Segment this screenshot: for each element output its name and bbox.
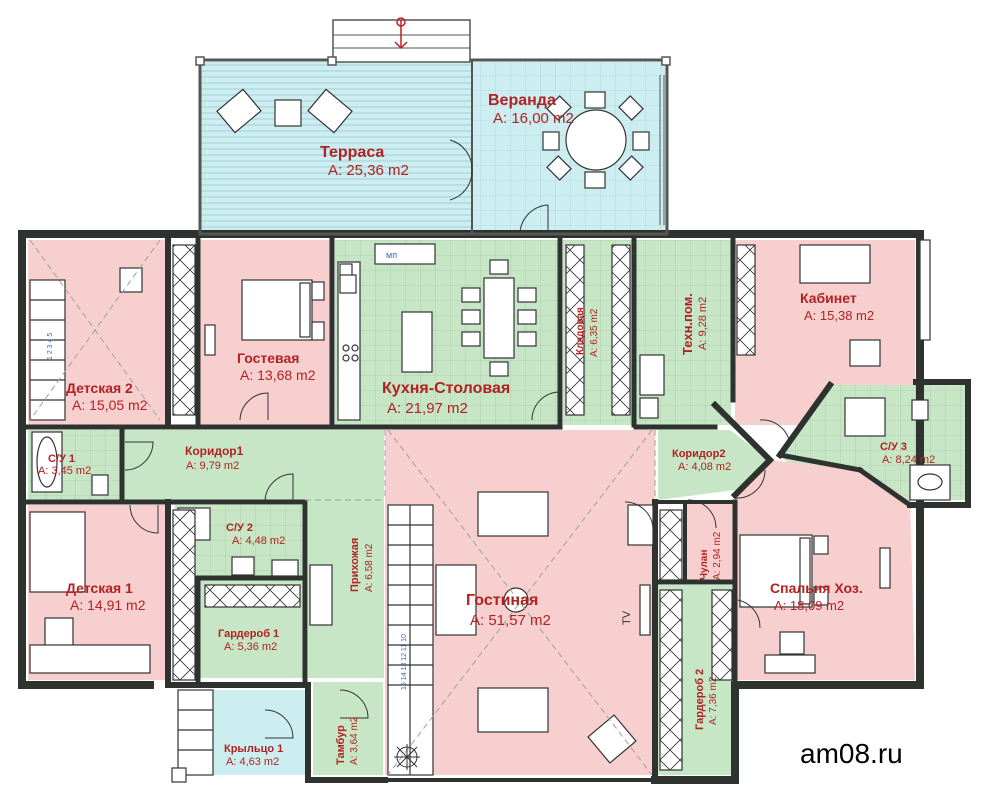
kids2-area: A: 15,05 m2 xyxy=(72,397,148,413)
corridor1-fill xyxy=(122,430,384,500)
hall-area: A: 6,58 m2 xyxy=(364,543,375,592)
doors xyxy=(124,139,791,739)
pantry-area: A: 6,35 m2 xyxy=(589,308,600,357)
bath1-area: A: 3,45 m2 xyxy=(38,465,91,477)
stairs-left xyxy=(29,279,66,421)
hall-name: Прихожая xyxy=(349,538,361,592)
tech-area: A: 9,28 m2 xyxy=(697,297,709,350)
closet-fill xyxy=(685,500,733,580)
closet-area: A: 2,94 m2 xyxy=(712,531,723,580)
walls xyxy=(18,230,971,784)
veranda-area: A: 16,00 m2 xyxy=(493,110,574,127)
dashed-lines xyxy=(29,239,656,776)
stairs-center xyxy=(387,504,434,776)
stair1-label: 1 2 3 4 5 xyxy=(47,333,54,360)
guest-name: Гостевая xyxy=(237,350,299,366)
master-area: A: 18,09 m2 xyxy=(774,598,844,613)
plant-icon xyxy=(394,744,420,770)
corridor2-fill xyxy=(658,430,770,500)
terrace-name: Терраса xyxy=(320,144,384,161)
vestibule-area: A: 3,64 m2 xyxy=(349,716,360,765)
bath1-name: С/У 1 xyxy=(48,453,75,465)
vestibule-fill xyxy=(313,682,383,775)
veranda-name: Веранда xyxy=(488,92,556,109)
corridor2-name: Коридор2 xyxy=(672,448,725,460)
furniture xyxy=(29,88,951,783)
bath2-area: A: 4,48 m2 xyxy=(232,535,285,547)
bath3-area: A: 8,24 m2 xyxy=(882,454,935,466)
corridor1-area: A: 9,79 m2 xyxy=(186,460,239,472)
mp-label: мп xyxy=(386,250,397,260)
office-area: A: 15,38 m2 xyxy=(804,308,874,323)
porch-name: Крыльцо 1 xyxy=(224,743,283,755)
stair2-label: 15 14 13 12 11 10 xyxy=(401,634,408,690)
site-watermark: am08.ru xyxy=(800,738,903,769)
wardrobe2-name: Гардероб 2 xyxy=(694,669,706,730)
tech-name: Техн.пом. xyxy=(680,293,695,355)
master-name: Спальня Хоз. xyxy=(770,580,863,596)
wardrobe1-area: A: 5,36 m2 xyxy=(224,641,277,653)
closet-name: Чулан xyxy=(699,550,710,580)
pantry-name: Кладовая xyxy=(575,307,586,355)
porch-area: A: 4,63 m2 xyxy=(226,756,279,768)
corridor1-name: Коридор1 xyxy=(185,444,244,458)
kids1-name: Детская 1 xyxy=(66,580,133,596)
kitchen-name: Кухня-Столовая xyxy=(382,380,510,397)
living-name: Гостиная xyxy=(466,592,538,609)
vestibule-name: Тамбур xyxy=(335,725,347,765)
living-area: A: 51,57 m2 xyxy=(470,612,551,629)
bath3-name: С/У 3 xyxy=(880,441,907,453)
tv-label: TV xyxy=(621,610,633,625)
office-name: Кабинет xyxy=(800,290,857,306)
room-labels: Терраса A: 25,36 m2 Веранда A: 16,00 m2 … xyxy=(38,92,935,768)
guest-area: A: 13,68 m2 xyxy=(240,367,316,383)
corridor2-area: A: 4,08 m2 xyxy=(678,461,731,473)
wardrobe1-name: Гардероб 1 xyxy=(218,628,279,640)
master-fill xyxy=(735,460,915,680)
kitchen-area: A: 21,97 m2 xyxy=(387,400,468,417)
terrace-outline xyxy=(195,17,671,236)
bath2-name: С/У 2 xyxy=(226,522,253,534)
porch-fill xyxy=(213,690,305,775)
wardrobe2-area: A: 7,36 m2 xyxy=(708,676,719,725)
kids1-area: A: 14,91 m2 xyxy=(70,597,146,613)
terrace-area: A: 25,36 m2 xyxy=(328,162,409,179)
kids2-name: Детская 2 xyxy=(66,380,133,396)
